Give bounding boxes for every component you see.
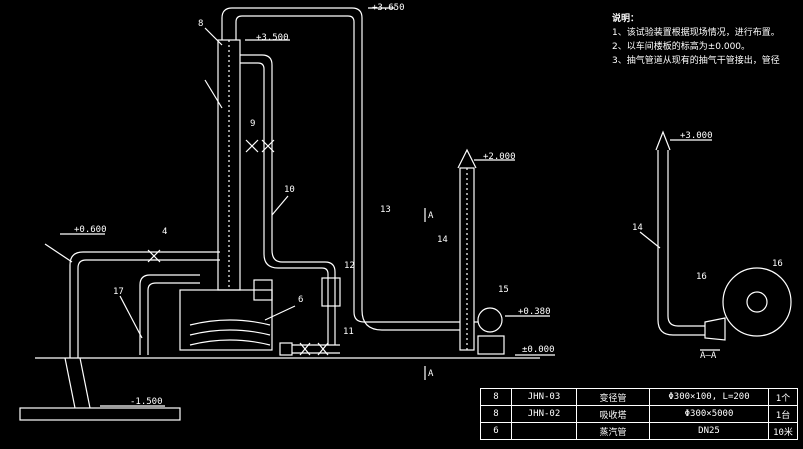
bom-row: 8 JHN-03 变径管 Φ300×100, L=200 1个 xyxy=(480,388,798,406)
bom-spec: Φ300×100, L=200 xyxy=(649,388,769,406)
tag-17: 17 xyxy=(113,287,124,297)
valve-4 xyxy=(147,249,161,263)
leader-10 xyxy=(271,195,289,216)
notes-line-2: 2、以车间楼板的标高为±0.000。 xyxy=(612,42,751,52)
bom-row: 8 JHN-02 吸收塔 Φ300×5000 1台 xyxy=(480,405,798,423)
aa-stack-cap xyxy=(655,130,671,151)
support-leg-2 xyxy=(79,357,91,409)
bom-name: 吸收塔 xyxy=(576,405,650,423)
tag-aa-14: 14 xyxy=(632,223,643,233)
tag-13: 13 xyxy=(380,205,391,215)
tank xyxy=(179,289,273,351)
top-pipe-outer xyxy=(221,7,460,331)
left-pipe-inner xyxy=(77,259,220,358)
bom-no: 6 xyxy=(480,422,512,440)
notes-title: 说明： xyxy=(612,14,640,24)
leader-8 xyxy=(204,27,223,46)
leader-6 xyxy=(264,305,296,321)
tag-6: 6 xyxy=(298,295,303,305)
notes-line-1: 1、该试验装置根据现场情况，进行布置。 xyxy=(612,28,780,38)
valve-11 xyxy=(299,342,329,356)
elev-floor: ±0.000 xyxy=(522,345,555,355)
tag-15: 15 xyxy=(498,285,509,295)
bom-row: 6 蒸汽管 DN25 10米 xyxy=(480,422,798,440)
elev-stack-top: +2.000 xyxy=(483,152,516,162)
elev-below: -1.500 xyxy=(130,397,163,407)
top-pipe-inner xyxy=(235,15,460,323)
bom-code: JHN-03 xyxy=(511,388,577,406)
section-marker-bottom: A xyxy=(428,369,434,379)
tag-8: 8 xyxy=(198,19,203,29)
tag-aa-16a: 16 xyxy=(696,272,707,282)
bom-qty: 10米 xyxy=(768,422,798,440)
bom-spec: Φ300×5000 xyxy=(649,405,769,423)
valve-9 xyxy=(261,139,275,153)
bom-no: 8 xyxy=(480,405,512,423)
bom-name: 蒸汽管 xyxy=(576,422,650,440)
section-marker-top: A xyxy=(428,211,434,221)
stack-cap xyxy=(457,148,477,169)
elev-tower-top: +3.500 xyxy=(256,33,289,43)
aa-pipe-inner xyxy=(667,150,705,327)
return-pipe-inner xyxy=(240,62,329,345)
aa-pipe-outer xyxy=(657,150,705,336)
heater-12 xyxy=(321,277,341,307)
aa-fan-hub xyxy=(746,291,768,313)
aa-fan-casing xyxy=(722,267,792,337)
bom-qty: 1台 xyxy=(768,405,798,423)
leader-left xyxy=(44,243,73,263)
tag-12: 12 xyxy=(344,261,355,271)
tag-9: 9 xyxy=(250,119,255,129)
pipe-17-inner xyxy=(147,282,200,355)
elev-fan-outlet: +0.380 xyxy=(518,307,551,317)
fan-15 xyxy=(477,307,503,333)
leader-aa14 xyxy=(639,231,661,249)
support-leg xyxy=(64,357,76,409)
aa-transition-16 xyxy=(704,317,726,341)
elev-aa-stack: +3.000 xyxy=(680,131,713,141)
elev-top: +3.650 xyxy=(372,3,405,13)
notes-line-3: 3、抽气管道从现有的抽气干管接出，管径 xyxy=(612,56,780,66)
leader-17 xyxy=(119,295,143,339)
leader-main xyxy=(204,79,223,109)
return-pipe-outer xyxy=(240,54,336,345)
tag-4: 4 xyxy=(162,227,167,237)
tag-11: 11 xyxy=(343,327,354,337)
notes: 说明： 1、该试验装置根据现场情况，进行布置。 2、以车间楼板的标高为±0.00… xyxy=(612,12,780,68)
bom-spec: DN25 xyxy=(649,422,769,440)
bom-code: JHN-02 xyxy=(511,405,577,423)
section-view-label: A—A xyxy=(700,351,717,361)
bill-of-materials: 8 JHN-03 变径管 Φ300×100, L=200 1个 8 JHN-02… xyxy=(480,388,798,440)
elev-left-pipe: +0.600 xyxy=(74,225,107,235)
valve-9b xyxy=(245,139,259,153)
tag-aa-16b: 16 xyxy=(772,259,783,269)
pipe-17-outer xyxy=(139,274,200,355)
tag-14: 14 xyxy=(437,235,448,245)
left-pipe-outer xyxy=(69,251,220,358)
fan-base xyxy=(477,335,505,355)
bom-no: 8 xyxy=(480,388,512,406)
tag-10: 10 xyxy=(284,185,295,195)
bom-code xyxy=(511,422,577,440)
steam-coil xyxy=(189,319,271,346)
ground-slab xyxy=(19,407,181,421)
bom-qty: 1个 xyxy=(768,388,798,406)
tank-nozzle xyxy=(253,279,273,301)
bom-name: 变径管 xyxy=(576,388,650,406)
pump xyxy=(279,342,293,356)
